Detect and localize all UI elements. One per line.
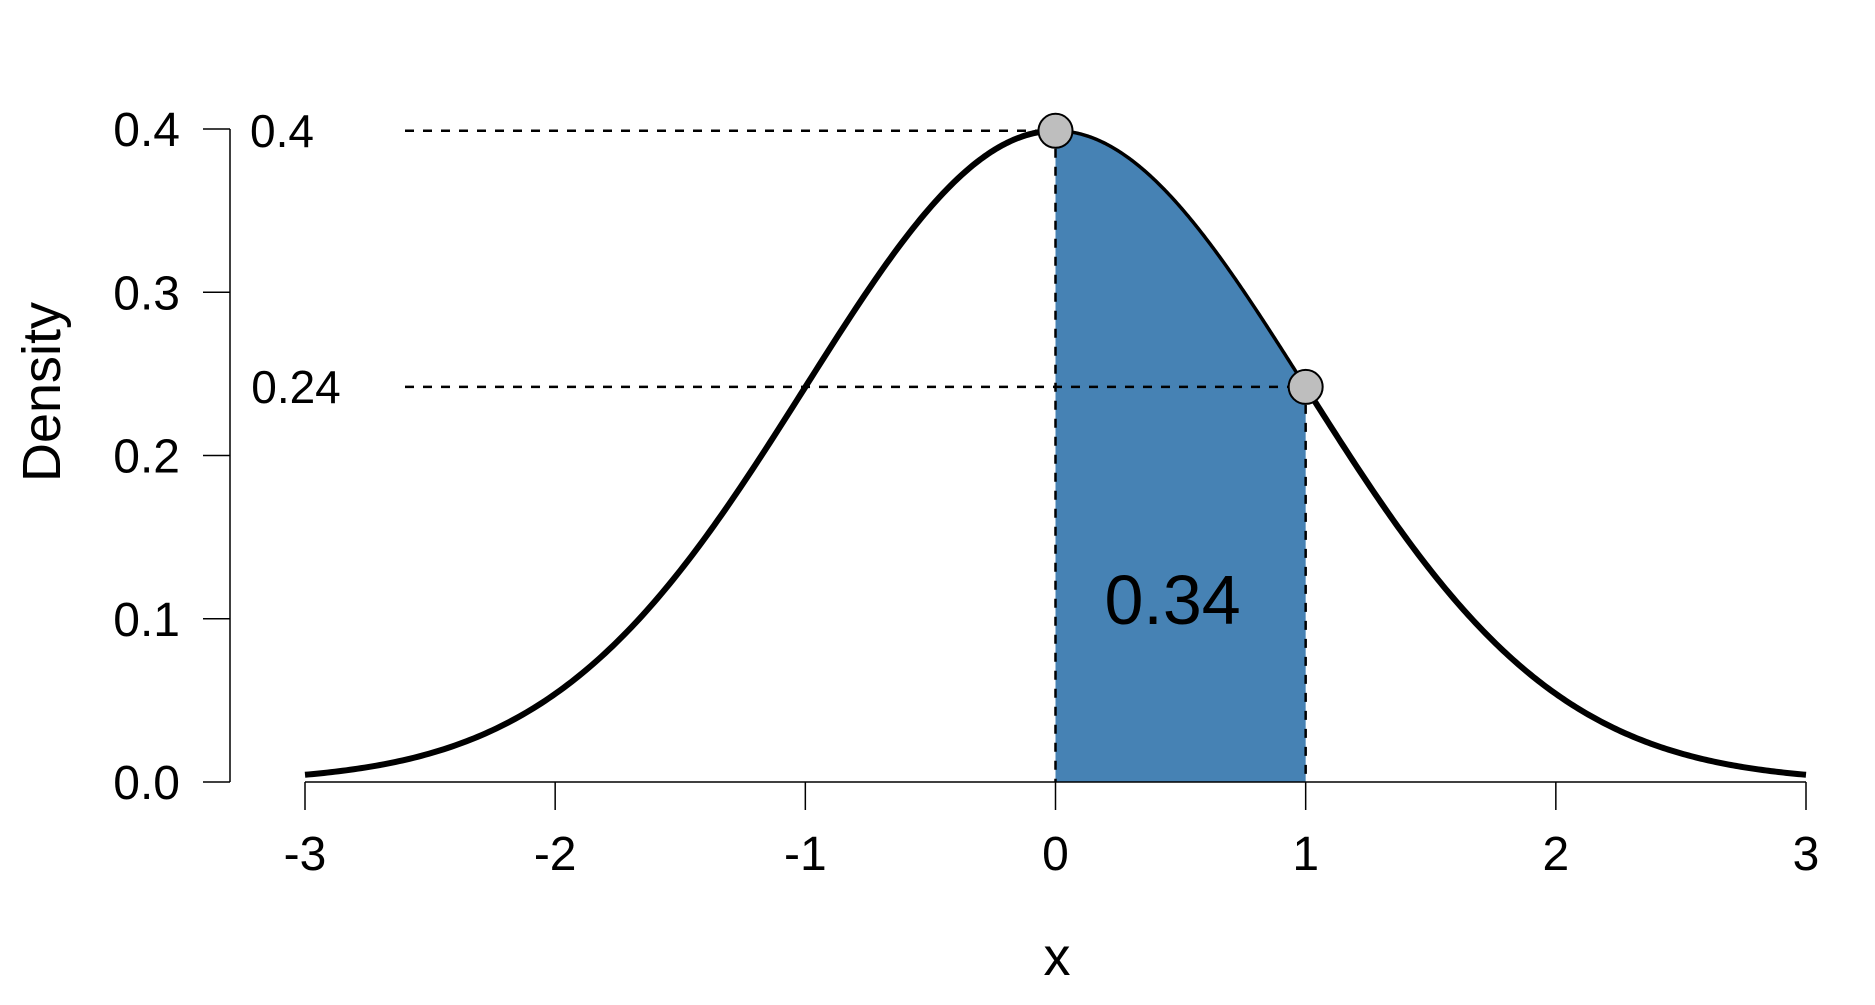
axes-layer: 0.0 0.1 0.2 0.3 0.4 -3 -2 -1 0 1 2 3 xyxy=(113,104,1819,881)
density-curve-left xyxy=(304,127,1056,778)
reference-value-label: 0.24 xyxy=(251,361,341,413)
shaded-area-label: 0.34 xyxy=(1104,561,1240,639)
curve-layer xyxy=(304,127,1807,778)
density-curve-middle xyxy=(1055,128,1308,388)
y-tick-label: 0.2 xyxy=(113,431,180,484)
x-tick-label: 2 xyxy=(1542,828,1569,881)
reference-value-label: 0.4 xyxy=(250,105,314,157)
x-tick-label: 1 xyxy=(1292,828,1319,881)
shaded-area-layer xyxy=(1055,130,1306,783)
x-axis-title: x xyxy=(1044,927,1071,987)
guide-lines-layer: 0.4 0.24 xyxy=(250,105,1307,782)
reference-point xyxy=(1287,368,1324,405)
shaded-area xyxy=(1055,130,1306,783)
x-tick-label: -1 xyxy=(784,828,827,881)
x-tick-label: -2 xyxy=(534,828,577,881)
x-tick-label: -3 xyxy=(284,828,327,881)
density-curve-right xyxy=(1303,385,1807,778)
points-layer xyxy=(1037,112,1324,405)
reference-point xyxy=(1037,112,1074,149)
y-axis-title: Density xyxy=(12,302,72,482)
y-tick-label: 0.1 xyxy=(113,594,180,647)
x-tick-label: 3 xyxy=(1793,828,1820,881)
y-tick-label: 0.3 xyxy=(113,267,180,320)
y-tick-label: 0.0 xyxy=(113,757,180,810)
x-tick-label: 0 xyxy=(1042,828,1069,881)
y-tick-label: 0.4 xyxy=(113,104,180,157)
